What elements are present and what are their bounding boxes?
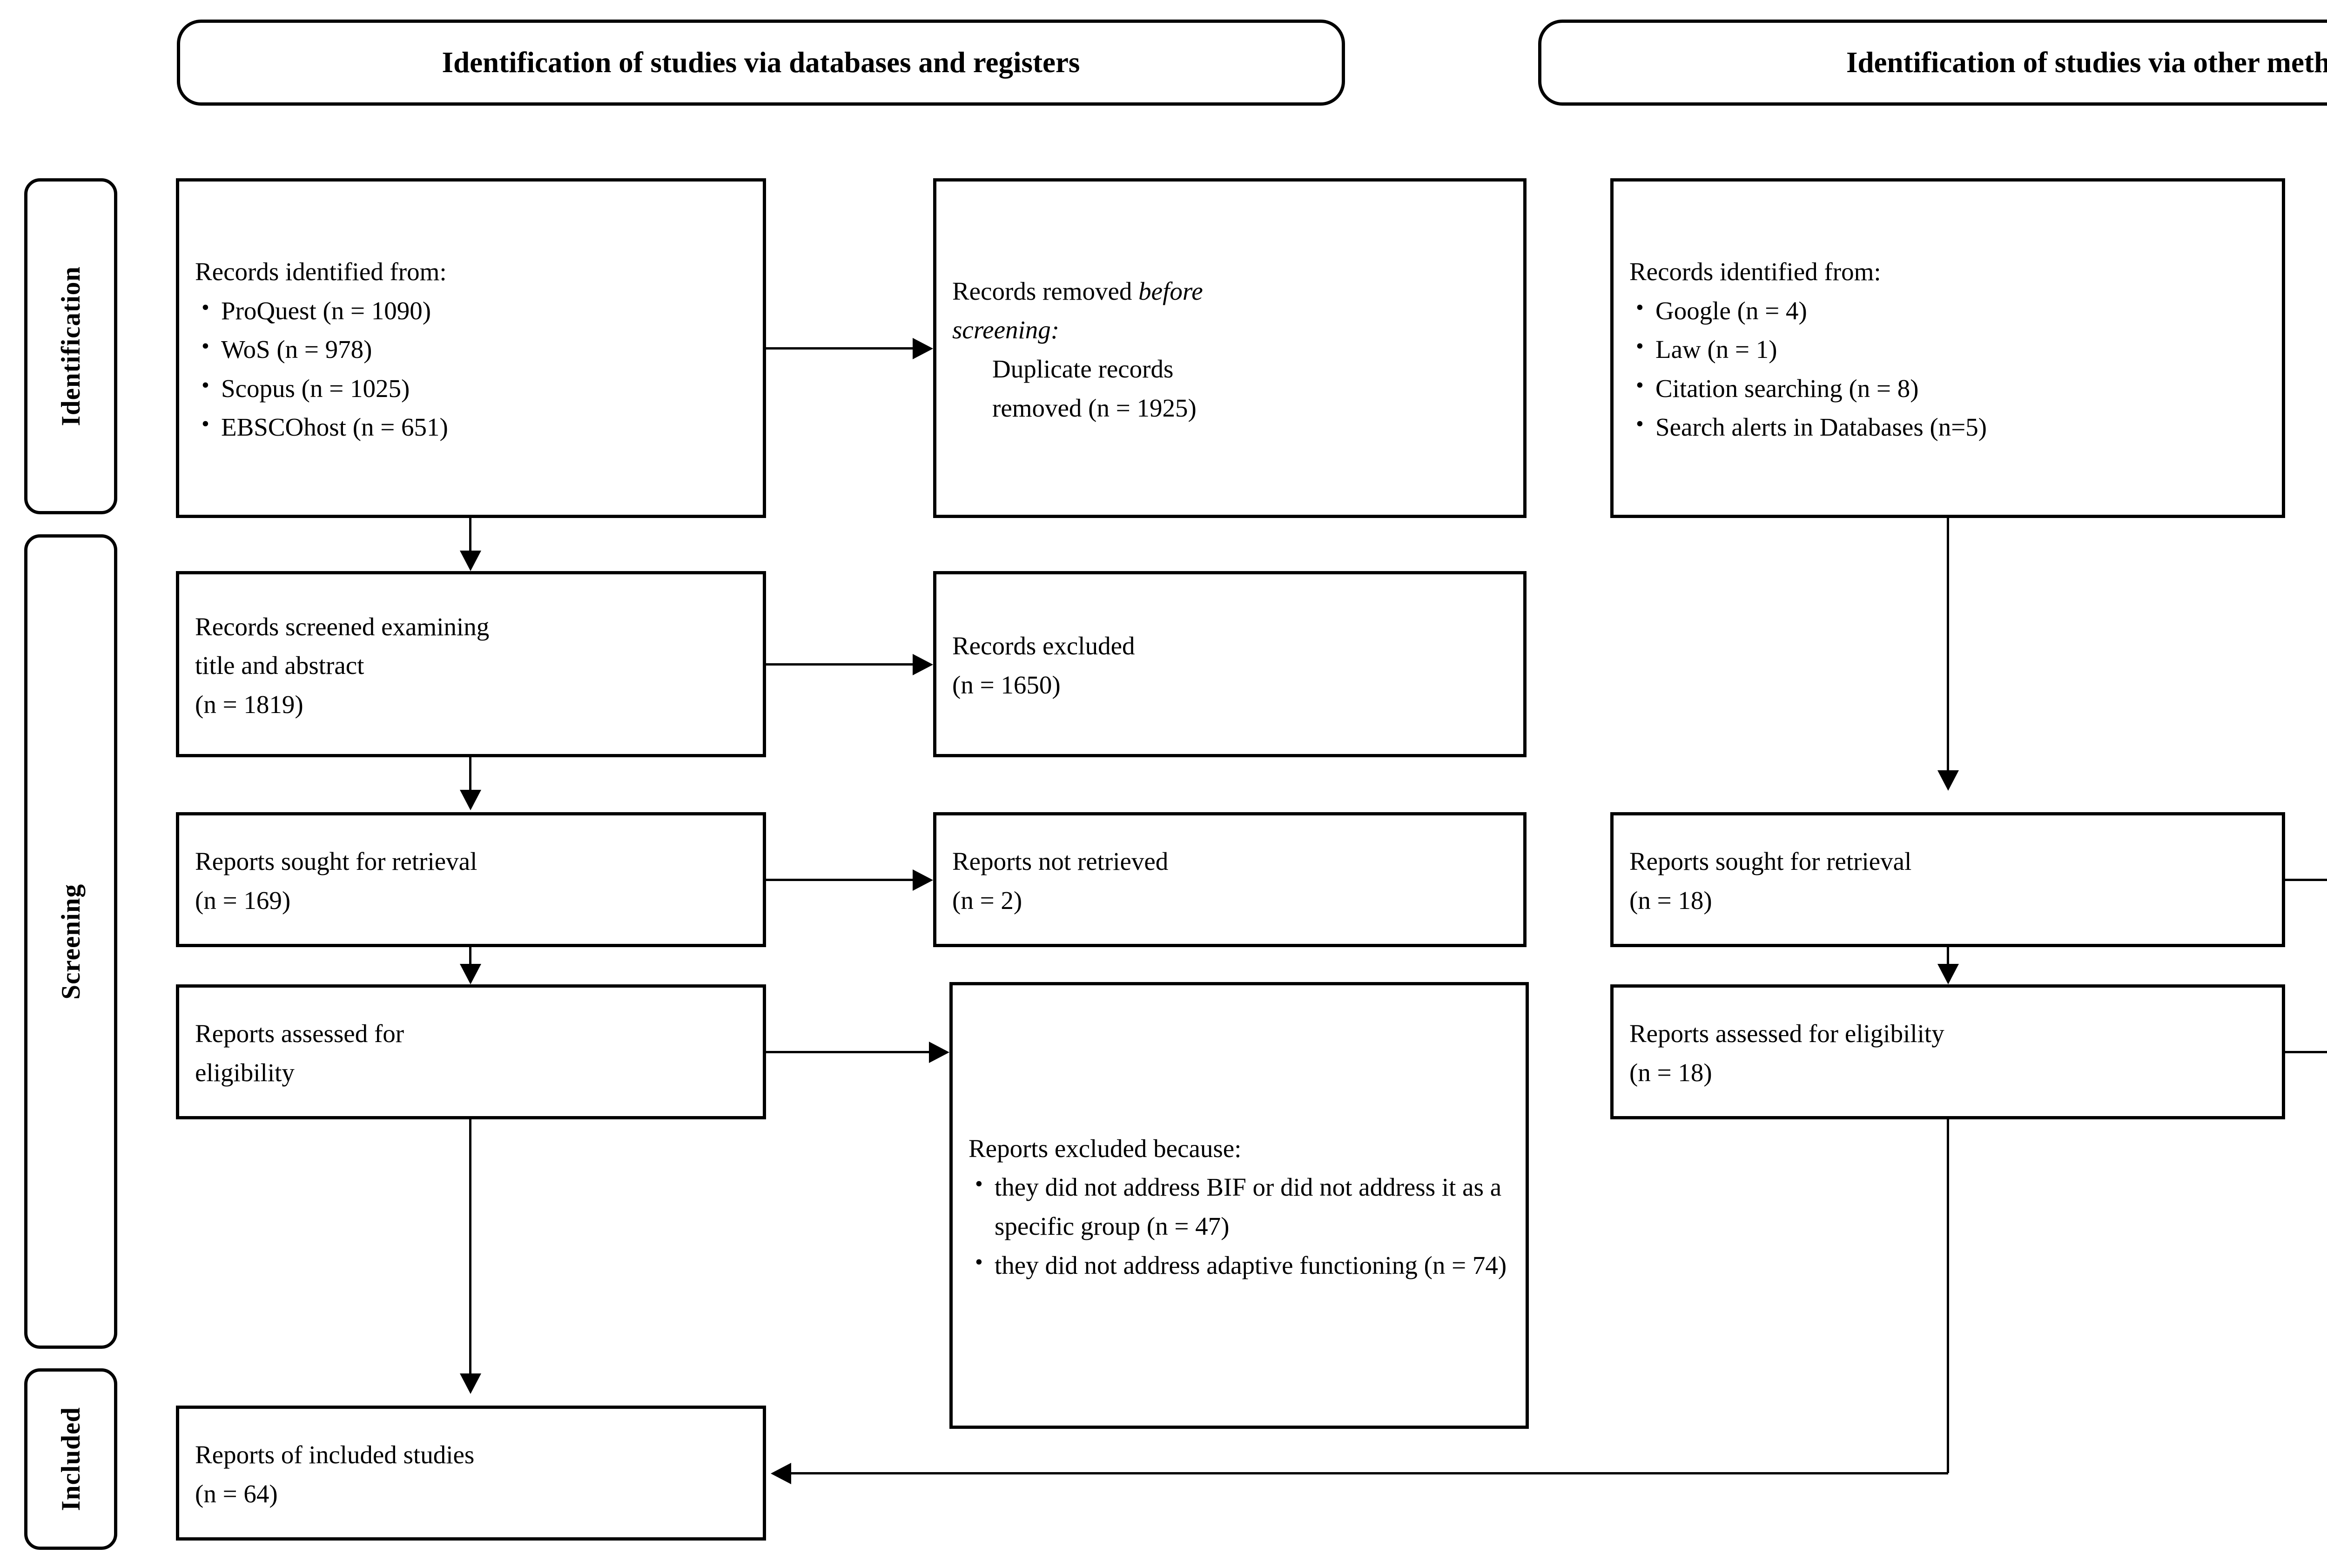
connector-sought-to-not-retrieved — [766, 879, 913, 881]
connector-identified-to-screened — [469, 518, 471, 552]
connector-other-identified-to-sought — [1947, 518, 1949, 772]
box-reports-excluded-because: Reports excluded because: they did not a… — [949, 982, 1529, 1429]
box-reports-excluded-because-list: they did not address BIF or did not addr… — [968, 1167, 1510, 1285]
box-reports-sought-other: Reports sought for retrieval (n = 18) — [1610, 812, 2285, 947]
box-reports-not-retrieved-databases-line1: Reports not retrieved — [952, 847, 1169, 876]
connector-other-assessed-to-included-vertical — [1947, 1119, 1949, 1473]
connector-assessed-to-included — [469, 1119, 471, 1375]
stage-label-included-text: Included — [56, 1407, 86, 1511]
box-records-excluded-line2: (n = 1650) — [952, 671, 1061, 699]
list-item: WoS (n = 978) — [195, 330, 747, 369]
list-item: EBSCOhost (n = 651) — [195, 407, 747, 447]
connector-other-assessed-to-included-horizontal — [791, 1472, 1948, 1474]
box-reports-assessed-databases: Reports assessed for eligibility — [176, 984, 766, 1119]
list-item: Citation searching (n = 8) — [1629, 369, 2266, 408]
connector-other-sought-to-assessed — [1947, 947, 1949, 967]
box-records-removed-line1-a: Records removed — [952, 276, 1139, 305]
arrowhead-right-screened-to-excluded — [913, 654, 933, 675]
list-item: Law (n = 1) — [1629, 330, 2266, 369]
list-item: ProQuest (n = 1090) — [195, 291, 747, 330]
box-records-identified-other-list: Google (n = 4) Law (n = 1) Citation sear… — [1629, 291, 2266, 447]
header-banner-databases-label: Identification of studies via databases … — [442, 46, 1080, 79]
stage-label-identification-text: Identification — [56, 266, 86, 426]
list-item: Google (n = 4) — [1629, 291, 2266, 330]
arrowhead-right-identified-to-removed — [913, 338, 933, 359]
box-reports-sought-databases-line1: Reports sought for retrieval — [195, 847, 478, 876]
connector-identified-to-removed — [766, 347, 913, 350]
box-reports-not-retrieved-databases: Reports not retrieved (n = 2) — [933, 812, 1527, 947]
box-records-screened-line1: Records screened examining — [195, 612, 490, 641]
box-reports-assessed-databases-line1: Reports assessed for — [195, 1019, 404, 1048]
connector-screened-to-excluded — [766, 663, 913, 666]
connector-assessed-to-excluded-because — [766, 1051, 929, 1053]
box-records-removed-line1: Records removed before — [952, 272, 1507, 311]
header-banner-databases: Identification of studies via databases … — [177, 20, 1345, 106]
list-item: they did not address adaptive functionin… — [968, 1245, 1510, 1285]
arrowhead-right-sought-to-not-retrieved — [913, 869, 933, 891]
stage-label-screening: Screening — [24, 534, 117, 1349]
connector-other-sought-to-not-retrieved — [2285, 879, 2327, 881]
stage-label-identification: Identification — [24, 178, 117, 514]
arrowhead-down-screened-to-sought — [460, 790, 481, 810]
box-reports-included-studies-line2: (n = 64) — [195, 1480, 278, 1508]
arrowhead-right-assessed-to-excluded-because — [929, 1042, 949, 1063]
connector-sought-to-assessed — [469, 947, 471, 967]
arrowhead-left-other-assessed-to-included — [771, 1463, 791, 1484]
box-reports-sought-databases: Reports sought for retrieval (n = 169) — [176, 812, 766, 947]
box-reports-included-studies: Reports of included studies (n = 64) — [176, 1406, 766, 1541]
arrowhead-down-identified-to-screened — [460, 551, 481, 571]
box-records-identified-databases-list: ProQuest (n = 1090) WoS (n = 978) Scopus… — [195, 291, 747, 447]
connector-other-assessed-to-excluded — [2285, 1051, 2327, 1053]
header-banner-other-methods-label: Identification of studies via other meth… — [1846, 46, 2327, 79]
arrowhead-down-sought-to-assessed — [460, 964, 481, 984]
box-records-identified-databases-title: Records identified from: — [195, 257, 447, 286]
connector-screened-to-sought — [469, 757, 471, 791]
box-reports-excluded-because-title: Reports excluded because: — [968, 1134, 1242, 1163]
arrowhead-down-other-identified-to-sought — [1937, 770, 1959, 791]
box-reports-not-retrieved-databases-line2: (n = 2) — [952, 886, 1022, 915]
box-reports-assessed-other: Reports assessed for eligibility (n = 18… — [1610, 984, 2285, 1119]
box-records-screened-line2: title and abstract — [195, 651, 364, 680]
box-records-removed-line4: removed (n = 1925) — [992, 393, 1197, 422]
box-records-identified-databases: Records identified from: ProQuest (n = 1… — [176, 178, 766, 518]
box-records-removed-line1-emphasis: before — [1138, 276, 1203, 305]
box-reports-included-studies-line1: Reports of included studies — [195, 1440, 475, 1469]
box-records-excluded: Records excluded (n = 1650) — [933, 571, 1527, 757]
stage-label-included: Included — [24, 1368, 117, 1550]
box-records-removed-before-screening: Records removed before screening: Duplic… — [933, 178, 1527, 518]
box-reports-assessed-other-line1: Reports assessed for eligibility — [1629, 1019, 1944, 1048]
box-records-removed-line2: screening: — [952, 316, 1060, 344]
list-item: they did not address BIF or did not addr… — [968, 1167, 1510, 1245]
arrowhead-down-assessed-to-included — [460, 1373, 481, 1394]
list-item: Search alerts in Databases (n=5) — [1629, 407, 2266, 447]
box-reports-assessed-databases-line2: eligibility — [195, 1058, 295, 1087]
arrowhead-down-other-sought-to-assessed — [1937, 964, 1959, 984]
list-item: Scopus (n = 1025) — [195, 369, 747, 408]
box-records-excluded-line1: Records excluded — [952, 632, 1135, 660]
box-records-screened: Records screened examining title and abs… — [176, 571, 766, 757]
box-records-screened-line3: (n = 1819) — [195, 690, 303, 719]
box-records-identified-other: Records identified from: Google (n = 4) … — [1610, 178, 2285, 518]
box-reports-assessed-other-line2: (n = 18) — [1629, 1058, 1712, 1087]
header-banner-other-methods: Identification of studies via other meth… — [1538, 20, 2327, 106]
box-records-removed-line3: Duplicate records — [992, 355, 1174, 383]
box-reports-sought-other-line2: (n = 18) — [1629, 886, 1712, 915]
box-reports-sought-databases-line2: (n = 169) — [195, 886, 291, 915]
stage-label-screening-text: Screening — [56, 883, 86, 1000]
box-records-identified-other-title: Records identified from: — [1629, 257, 1881, 286]
box-reports-sought-other-line1: Reports sought for retrieval — [1629, 847, 1912, 876]
